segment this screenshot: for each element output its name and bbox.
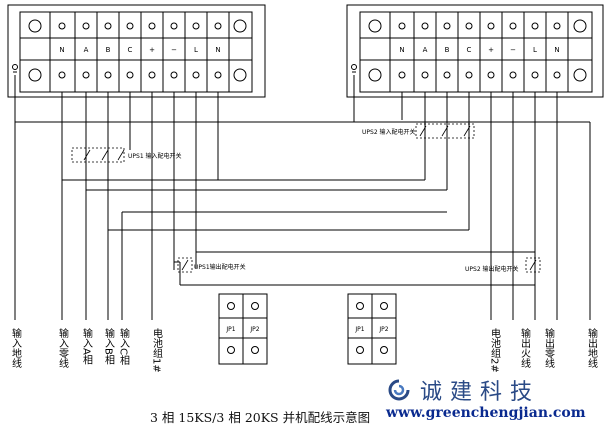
right-term-label: N — [554, 46, 559, 54]
right-term-label: L — [533, 46, 537, 54]
right-term-label: − — [510, 46, 516, 54]
wire-labels: 输入地线 输入零线 输入A相 输入B相 输入C相 电池组1# 电池组2# 输出火… — [10, 327, 598, 373]
left-jumper-block — [218, 293, 268, 365]
wire-label-input-neutral: 输入零线 — [57, 327, 69, 368]
jumper-label: JP2 — [378, 326, 388, 333]
diagram-caption: 3 相 15KS/3 相 20KS 并机配线示意图 — [150, 410, 371, 425]
ups2-input-switch-label: UPS2 输入配电开关 — [362, 128, 416, 136]
wires — [14, 75, 591, 320]
ups2-input-switch — [415, 123, 475, 139]
right-terminal-screws — [398, 22, 561, 79]
right-jumper-block — [347, 293, 397, 365]
left-terminal-panel — [7, 4, 266, 98]
right-term-label: A — [423, 46, 428, 54]
wire-label-battery-1: 电池组1# — [151, 327, 163, 373]
brand-url[interactable]: www.greenchengjian.com — [386, 405, 586, 421]
wire-label-battery-2: 电池组2# — [489, 327, 501, 373]
wire-label-input-ground: 输入地线 — [10, 327, 22, 368]
left-term-label: L — [194, 46, 198, 54]
left-term-label: − — [171, 46, 177, 54]
ups2-output-switch — [525, 257, 541, 273]
wire-label-input-b: 输入B相 — [103, 327, 115, 365]
wire-label-input-c: 输入C相 — [118, 327, 130, 365]
right-terminal-panel — [346, 4, 604, 98]
ups1-output-switch — [177, 257, 193, 273]
ups1-input-switch — [71, 147, 125, 163]
ups1-input-switch-label: UPS1 输入配电开关 — [128, 152, 182, 160]
right-terminal-labels: N A B C + − L N — [399, 46, 559, 54]
right-term-label: B — [445, 46, 450, 54]
jumper-label: JP2 — [249, 326, 259, 333]
left-term-label: N — [215, 46, 220, 54]
right-term-label: C — [467, 46, 472, 54]
left-terminal-screws — [58, 22, 222, 79]
left-term-label: A — [84, 46, 89, 54]
jumper-label: JP1 — [225, 326, 235, 333]
wire-label-output-live: 输出火线 — [519, 327, 531, 368]
ground-icon — [12, 64, 18, 70]
right-term-label: + — [488, 46, 494, 54]
ups2-output-switch-label: UPS2 输出配电开关 — [465, 265, 519, 273]
brand: 诚建科技 — [388, 374, 540, 406]
wire-label-output-neutral: 输出零线 — [543, 327, 555, 368]
left-term-label: + — [149, 46, 155, 54]
jumper-label: JP1 — [354, 326, 364, 333]
wire-label-input-a: 输入A相 — [81, 327, 93, 365]
left-term-label: B — [106, 46, 111, 54]
left-term-label: C — [128, 46, 133, 54]
wire-label-output-ground: 输出地线 — [586, 327, 598, 368]
ups1-output-switch-label: UPS1输出配电开关 — [194, 263, 246, 271]
brand-name: 诚建科技 — [420, 380, 541, 405]
ground-icon — [351, 64, 357, 70]
left-term-label: N — [59, 46, 64, 54]
left-terminal-labels: N A B C + − L N — [59, 46, 220, 54]
swirl-logo-icon — [388, 379, 410, 401]
right-term-label: N — [399, 46, 404, 54]
